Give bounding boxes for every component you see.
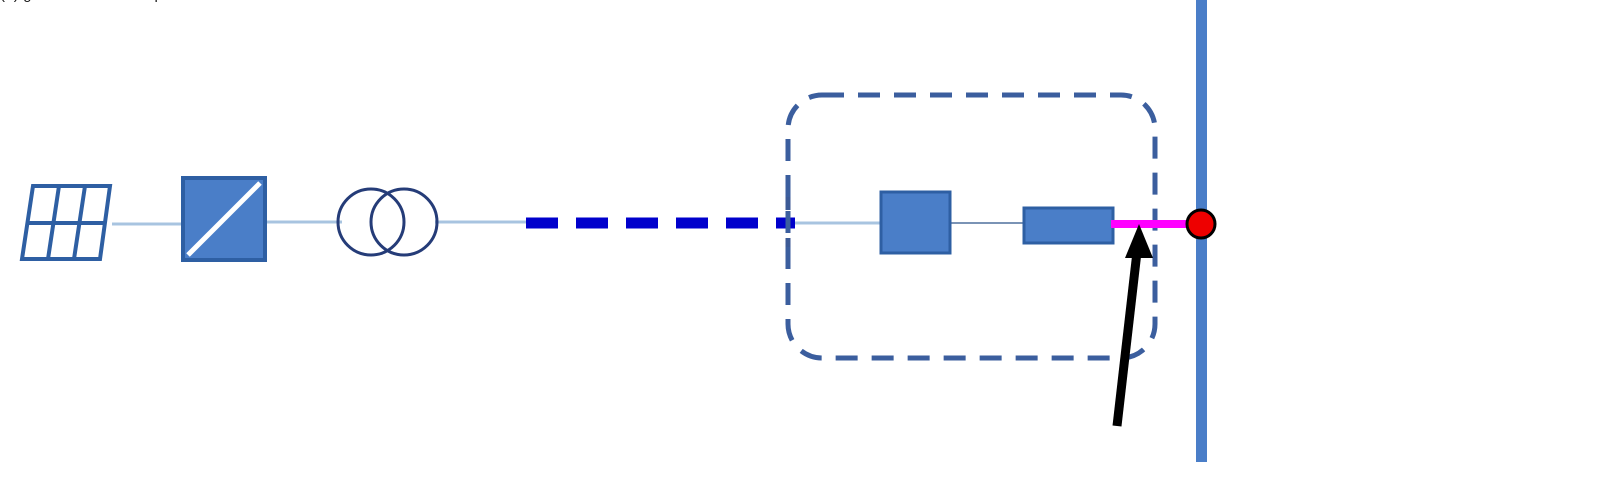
transformer-winding-secondary <box>369 187 439 257</box>
fault-dot <box>1185 208 1217 240</box>
main-transformer-block-body <box>879 190 952 255</box>
transformer-winding-primary <box>336 187 406 257</box>
main-transformer-block-icon[interactable] <box>879 190 952 255</box>
circuit-breaker-block-body <box>1022 206 1115 245</box>
fault-indicator-arrow[interactable] <box>1112 224 1153 427</box>
circuit-breaker-block-icon[interactable] <box>1022 206 1115 245</box>
dc-ac-inverter-icon[interactable] <box>181 176 267 262</box>
fault-indicator-arrow-head <box>1125 224 1153 258</box>
fault-indicator-arrow-shaft <box>1112 251 1142 427</box>
fault-point-marker[interactable] <box>1185 208 1217 240</box>
pv-array-icon[interactable] <box>19 184 113 261</box>
inverter-diagonal-slash <box>186 181 262 257</box>
figure-caption-clipped: (a) grid-connected PV plant <box>0 0 330 7</box>
connection-lines <box>112 220 1027 226</box>
step-up-transformer-icon[interactable] <box>336 187 439 257</box>
